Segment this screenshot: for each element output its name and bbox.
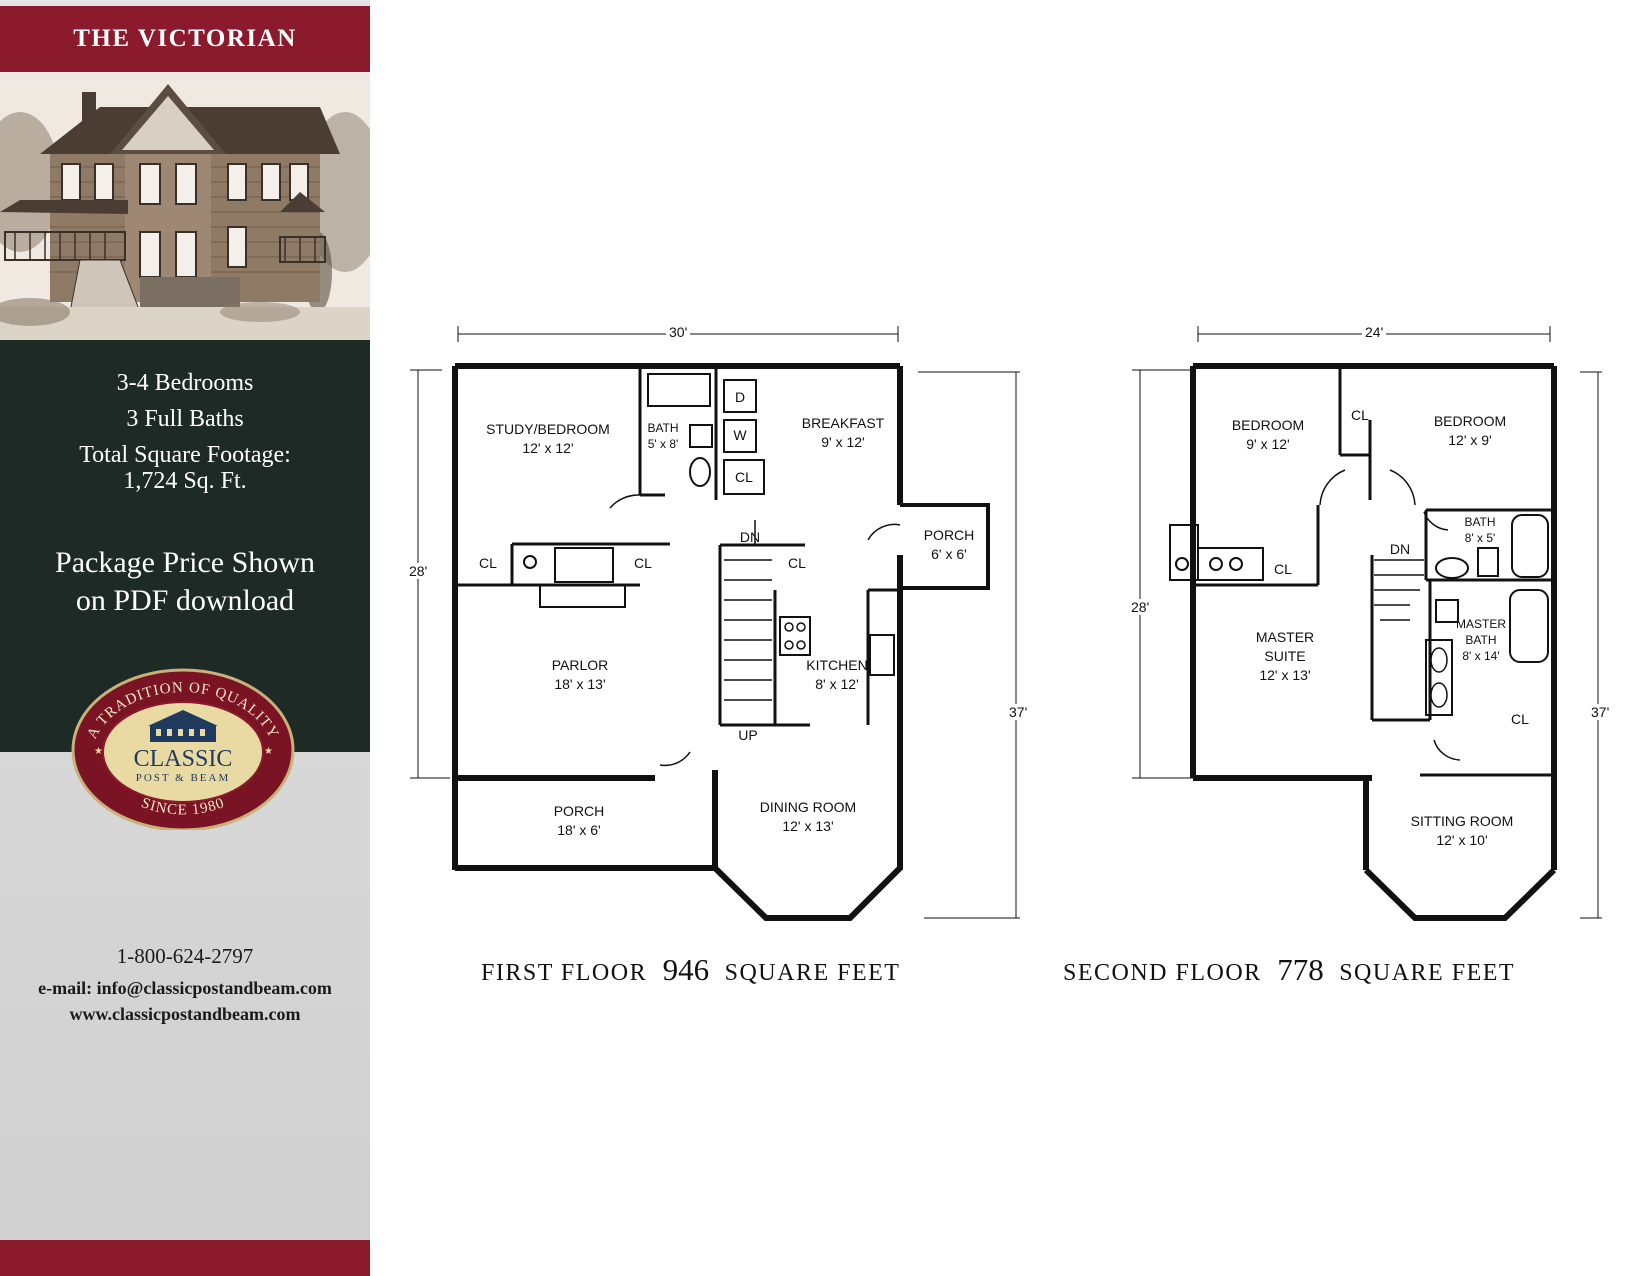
room-name: SUITE [1264,648,1306,664]
room-parlor: PARLOR 18' x 13' [552,656,609,694]
price-note-line2: on PDF download [75,584,295,617]
star-icon: ★ [264,746,273,757]
closet-mark-top: CL [1351,407,1369,423]
room-size: 8' x 12' [815,676,859,692]
house-illustration [0,72,370,340]
room-name: BREAKFAST [801,415,885,431]
room-hall-bath: BATH 8' x 5' [1464,514,1495,546]
second-floor-depth-dim: 28' [1128,599,1153,615]
caption-suffix: SQUARE FEET [1339,960,1516,986]
room-size: 8' x 5' [1464,531,1496,545]
phone-number: 1-800-624-2797 [116,944,254,968]
company-logo: A TRADITION OF QUALITY SINCE 1980 CLASSI… [70,664,296,832]
plan-title: THE VICTORIAN [0,6,370,72]
footage-value: 1,724 Sq. Ft. [123,468,247,494]
room-size: 6' x 6' [931,546,967,562]
room-sitting: SITTING ROOM 12' x 10' [1411,812,1514,850]
laundry-closet-mark: CL [735,469,753,485]
room-size: 18' x 13' [554,676,606,692]
closet-mark-right: CL [1511,711,1529,727]
room-size: 12' x 12' [522,440,574,456]
footage-label: Total Square Footage: [79,442,291,468]
room-size: 12' x 13' [1259,667,1311,683]
room-size: 9' x 12' [821,434,865,450]
sidebar: THE VICTORIAN [0,0,370,1276]
closet-mark-mid: CL [634,555,652,571]
second-floor-total-depth-dim: 37' [1588,704,1613,720]
bath-count: 3 Full Baths [126,406,244,432]
room-name: STUDY/BEDROOM [486,421,610,437]
closet-mark-left: CL [1274,561,1292,577]
first-floor-caption: FIRST FLOOR 946 SQUARE FEET [481,952,900,988]
room-name: BATH [1465,633,1497,647]
website-link[interactable]: www.classicpostandbeam.com [69,1004,301,1024]
star-icon: ★ [94,746,103,757]
closet-mark-left: CL [479,555,497,571]
bottom-band [0,1240,370,1276]
room-name: MASTER [1255,629,1315,645]
logo-subname: POST & BEAM [136,772,231,784]
stair-down-mark: DN [739,529,761,545]
room-name: PORCH [553,803,605,819]
room-name: BEDROOM [1433,413,1507,429]
room-kitchen: KITCHEN 8' x 12' [806,656,867,694]
room-size: 12' x 10' [1436,832,1488,848]
room-name: BATH [1464,515,1496,529]
house-logo-icon [148,710,218,742]
room-size: 8' x 14' [1462,649,1500,663]
room-name: PARLOR [551,657,609,673]
room-name: BEDROOM [1231,417,1305,433]
room-bath: BATH 5' x 8' [647,420,678,452]
room-breakfast: BREAKFAST 9' x 12' [802,414,884,452]
first-floor-total-depth-dim: 37' [1006,704,1031,720]
closet-mark-stair: CL [788,555,806,571]
room-dining: DINING ROOM 12' x 13' [760,798,856,836]
room-side-porch: PORCH 6' x 6' [924,526,975,564]
logo-since-text: SINCE 1980 [139,795,226,818]
email-address[interactable]: e-mail: info@classicpostandbeam.com [38,978,332,998]
room-size: 18' x 6' [557,822,601,838]
room-study: STUDY/BEDROOM 12' x 12' [486,420,610,458]
room-size: 5' x 8' [647,437,679,451]
room-size: 12' x 13' [782,818,834,834]
room-bedroom-right: BEDROOM 12' x 9' [1434,412,1506,450]
caption-prefix: FIRST FLOOR [481,960,648,986]
stair-up-mark: UP [738,727,758,743]
bedroom-count: 3-4 Bedrooms [116,370,254,396]
second-floor-width-dim: 24' [1362,324,1387,340]
caption-suffix: SQUARE FEET [724,960,901,986]
room-name: MASTER [1455,617,1507,631]
stair-down-mark: DN [1389,541,1411,557]
price-note-line1: Package Price Shown [55,546,315,579]
room-size: 9' x 12' [1246,436,1290,452]
room-bedroom-left: BEDROOM 9' x 12' [1232,416,1304,454]
room-name: DINING ROOM [759,799,857,815]
room-size: 12' x 9' [1448,432,1492,448]
room-name: PORCH [923,527,975,543]
first-floor-depth-dim: 28' [406,563,431,579]
caption-number: 946 [662,952,710,987]
room-front-porch: PORCH 18' x 6' [554,802,605,840]
svg-text:SINCE 1980: SINCE 1980 [139,795,227,818]
room-name: BATH [647,421,679,435]
caption-prefix: SECOND FLOOR [1063,960,1262,986]
room-name: KITCHEN [806,657,868,673]
logo-name: CLASSIC [134,746,233,772]
room-master-suite: MASTER SUITE 12' x 13' [1256,628,1314,685]
dryer-mark: D [734,389,746,405]
room-master-bath: MASTER BATH 8' x 14' [1456,616,1506,664]
second-floor-caption: SECOND FLOOR 778 SQUARE FEET [1063,952,1515,988]
caption-number: 778 [1277,952,1324,987]
first-floor-width-dim: 30' [666,324,691,340]
room-name: SITTING ROOM [1410,813,1514,829]
washer-mark: W [733,427,747,443]
